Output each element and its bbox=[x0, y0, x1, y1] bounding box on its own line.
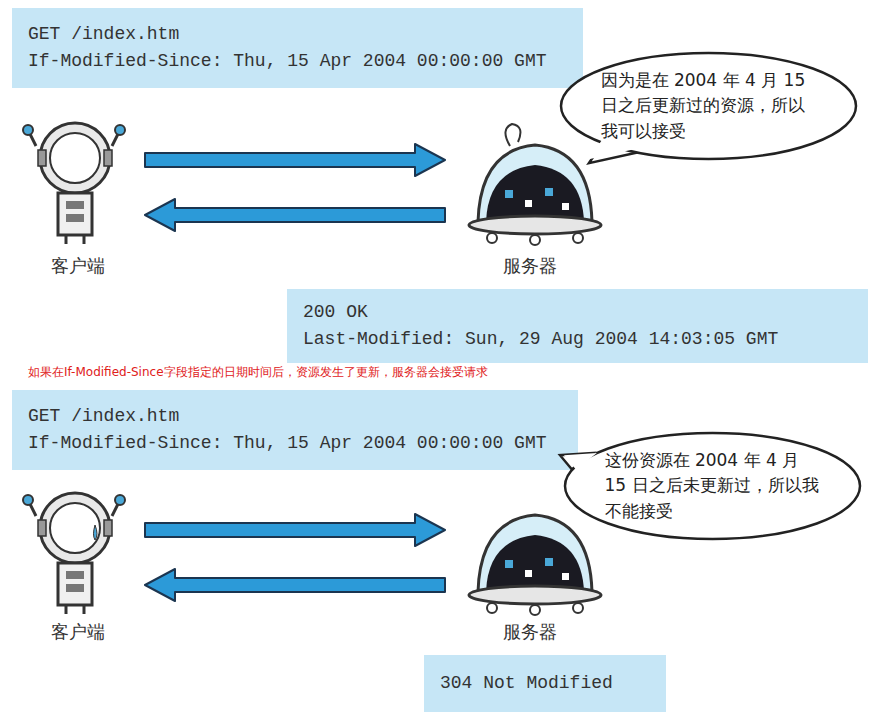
tear-drop bbox=[94, 525, 98, 540]
client-node: 客户端 bbox=[20, 482, 135, 648]
client-node: 客户端 bbox=[20, 112, 135, 282]
request-box: GET /index.htmIf-Modified-Since: Thu, 15… bbox=[12, 8, 583, 88]
code-line: If-Modified-Since: Thu, 15 Apr 2004 00:0… bbox=[28, 48, 567, 75]
client-figure bbox=[23, 493, 125, 614]
figure-label: 客户端 bbox=[51, 254, 105, 278]
speech-text: 这份资源在 2004 年 4 月 15 日之后未更新过，所以我不能接受 bbox=[605, 448, 820, 525]
code-line: 304 Not Modified bbox=[440, 670, 650, 697]
code-line: 200 OK bbox=[303, 299, 852, 326]
server-node: 服务器 bbox=[455, 482, 605, 648]
bubble-tail-join bbox=[564, 453, 597, 470]
client-figure bbox=[23, 123, 125, 244]
code-line: GET /index.htm bbox=[28, 21, 567, 48]
server-node: 服务器 bbox=[455, 112, 605, 282]
server-antenna bbox=[505, 124, 520, 146]
speech-bubble: 因为是在 2004 年 4 月 15 日之后更新过的资源，所以我可以接受 bbox=[559, 51, 858, 161]
code-line: If-Modified-Since: Thu, 15 Apr 2004 00:0… bbox=[28, 430, 562, 457]
note-text: 如果在If-Modified-Since字段指定的日期时间后，资源发生了更新，服… bbox=[28, 364, 488, 380]
speech-bubble: 这份资源在 2004 年 4 月 15 日之后未更新过，所以我不能接受 bbox=[563, 431, 862, 541]
bubble-text: 因为是在 2004 年 4 月 15 日之后更新过的资源，所以我可以接受 bbox=[601, 68, 816, 145]
speech-text: 因为是在 2004 年 4 月 15 日之后更新过的资源，所以我可以接受 bbox=[601, 68, 816, 145]
code-line: Last-Modified: Sun, 29 Aug 2004 14:03:05… bbox=[303, 326, 852, 353]
figure-label: 服务器 bbox=[503, 254, 557, 278]
server-figure bbox=[469, 145, 601, 245]
server-figure bbox=[469, 515, 601, 615]
flow-arrow bbox=[145, 199, 445, 231]
flow-arrow bbox=[145, 144, 445, 176]
bubble-ellipse bbox=[561, 53, 856, 159]
request-box: GET /index.htmIf-Modified-Since: Thu, 15… bbox=[12, 390, 578, 470]
figure-label: 服务器 bbox=[503, 620, 557, 644]
flow-arrow bbox=[145, 514, 445, 546]
flow-arrow bbox=[145, 569, 445, 601]
figure-label: 客户端 bbox=[51, 620, 105, 644]
bubble-ellipse bbox=[565, 433, 860, 539]
response-box: 304 Not Modified bbox=[424, 655, 666, 712]
code-line: GET /index.htm bbox=[28, 403, 562, 430]
bubble-text: 这份资源在 2004 年 4 月 15 日之后未更新过，所以我不能接受 bbox=[605, 448, 820, 525]
response-box: 200 OKLast-Modified: Sun, 29 Aug 2004 14… bbox=[287, 289, 868, 363]
